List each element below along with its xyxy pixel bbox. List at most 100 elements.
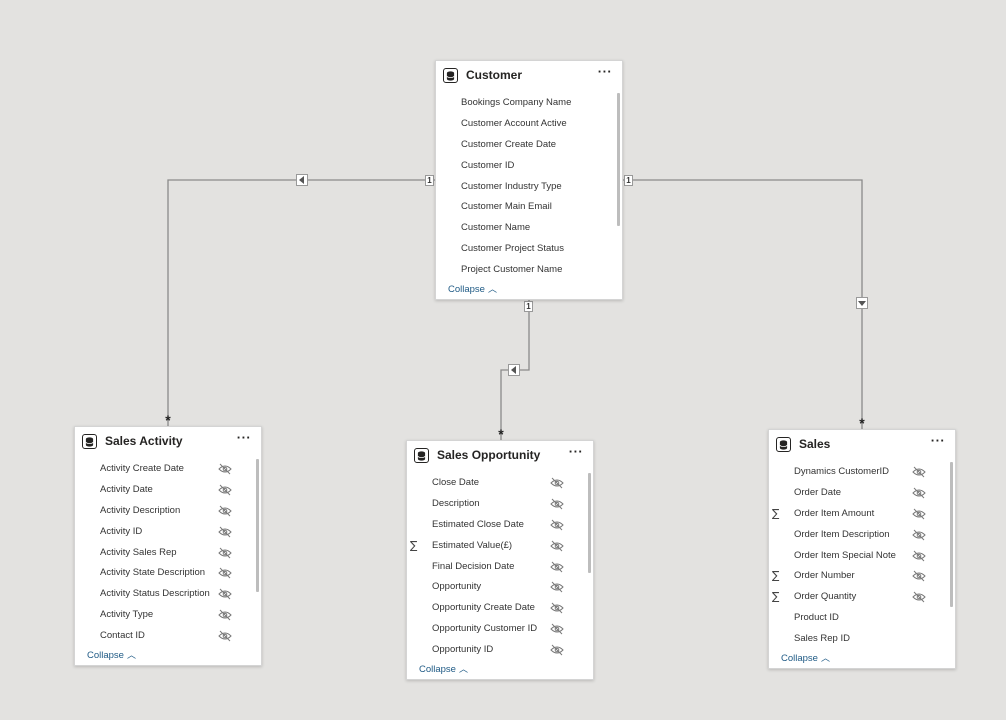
field-row[interactable]: Customer ID bbox=[436, 156, 622, 177]
collapse-button[interactable]: Collapse︿ bbox=[448, 282, 497, 295]
field-name: Contact ID bbox=[100, 630, 145, 642]
eye-hidden-icon[interactable] bbox=[912, 486, 926, 504]
field-row[interactable]: Activity State Description bbox=[75, 563, 261, 584]
collapse-button[interactable]: Collapse︿ bbox=[87, 648, 136, 661]
field-row[interactable]: Bookings Company Name bbox=[436, 93, 622, 114]
eye-hidden-icon[interactable] bbox=[912, 590, 926, 608]
table-card-header[interactable]: Sales Opportunity ··· bbox=[407, 441, 593, 473]
sigma-icon: ∑ bbox=[772, 590, 780, 604]
field-row[interactable]: ∑Estimated Value(£) bbox=[407, 536, 593, 557]
eye-hidden-icon[interactable] bbox=[550, 643, 564, 659]
eye-hidden-icon[interactable] bbox=[550, 539, 564, 557]
field-row[interactable]: Dynamics CustomerID bbox=[769, 462, 955, 483]
field-row[interactable]: Order Date bbox=[769, 483, 955, 504]
field-row[interactable]: Activity ID bbox=[75, 522, 261, 543]
eye-hidden-icon[interactable] bbox=[912, 507, 926, 525]
field-row[interactable]: Product ID bbox=[769, 608, 955, 629]
eye-hidden-icon[interactable] bbox=[218, 462, 232, 480]
field-row[interactable]: Customer Name bbox=[436, 218, 622, 239]
scrollbar[interactable] bbox=[617, 93, 620, 226]
eye-hidden-icon[interactable] bbox=[218, 629, 232, 645]
eye-hidden-icon[interactable] bbox=[218, 608, 232, 626]
eye-hidden-icon[interactable] bbox=[218, 525, 232, 543]
eye-hidden-icon[interactable] bbox=[218, 483, 232, 501]
field-name: Customer Account Active bbox=[461, 117, 567, 129]
eye-hidden-icon[interactable] bbox=[550, 476, 564, 494]
eye-hidden-icon[interactable] bbox=[550, 497, 564, 515]
eye-hidden-icon[interactable] bbox=[218, 566, 232, 584]
field-row[interactable]: Customer Create Date bbox=[436, 135, 622, 156]
field-row[interactable]: Description bbox=[407, 494, 593, 515]
field-name: Product ID bbox=[794, 612, 839, 624]
field-row[interactable]: Activity Create Date bbox=[75, 459, 261, 480]
field-row[interactable]: Activity Description bbox=[75, 501, 261, 522]
field-row[interactable]: Opportunity bbox=[407, 577, 593, 598]
field-row[interactable]: Activity Type bbox=[75, 605, 261, 626]
field-row[interactable]: Sales Rep ID bbox=[769, 629, 955, 648]
field-row[interactable]: ∑Order Quantity bbox=[769, 587, 955, 608]
field-row[interactable]: Order Item Description bbox=[769, 525, 955, 546]
more-options-icon[interactable]: ··· bbox=[236, 430, 252, 445]
field-row[interactable]: Opportunity Create Date bbox=[407, 598, 593, 619]
field-row[interactable]: Project Customer Name bbox=[436, 260, 622, 279]
field-row[interactable]: Customer Industry Type bbox=[436, 177, 622, 198]
field-row[interactable]: Opportunity Customer ID bbox=[407, 619, 593, 640]
scrollbar[interactable] bbox=[950, 462, 953, 607]
table-card-header[interactable]: Customer ··· bbox=[436, 61, 622, 93]
field-row[interactable]: Opportunity ID bbox=[407, 640, 593, 659]
field-row[interactable]: Activity Date bbox=[75, 480, 261, 501]
collapse-label: Collapse bbox=[87, 650, 124, 661]
field-row[interactable]: Customer Main Email bbox=[436, 197, 622, 218]
field-row[interactable]: ∑Order Item Amount bbox=[769, 504, 955, 525]
eye-hidden-icon[interactable] bbox=[218, 587, 232, 605]
eye-hidden-icon[interactable] bbox=[550, 601, 564, 619]
collapse-button[interactable]: Collapse︿ bbox=[419, 662, 468, 675]
field-row[interactable]: ∑Order Number bbox=[769, 566, 955, 587]
eye-hidden-icon[interactable] bbox=[912, 528, 926, 546]
eye-hidden-icon[interactable] bbox=[550, 622, 564, 640]
field-name: Customer Main Email bbox=[461, 201, 552, 213]
eye-hidden-icon[interactable] bbox=[218, 546, 232, 564]
field-name: Sales Rep ID bbox=[794, 633, 850, 645]
field-row[interactable]: Estimated Close Date bbox=[407, 515, 593, 536]
filter-direction-left-icon[interactable] bbox=[508, 364, 520, 376]
eye-hidden-icon[interactable] bbox=[550, 518, 564, 536]
field-name: Order Number bbox=[794, 570, 855, 582]
more-options-icon[interactable]: ··· bbox=[930, 433, 946, 448]
field-row[interactable]: Activity Status Description bbox=[75, 584, 261, 605]
eye-hidden-icon[interactable] bbox=[550, 580, 564, 598]
field-name: Estimated Close Date bbox=[432, 518, 524, 530]
field-row[interactable]: Final Decision Date bbox=[407, 557, 593, 578]
table-card-header[interactable]: Sales Activity ··· bbox=[75, 427, 261, 459]
table-card-header[interactable]: Sales ··· bbox=[769, 430, 955, 462]
field-row[interactable]: Order Item Special Note bbox=[769, 546, 955, 567]
field-row[interactable]: Activity Sales Rep bbox=[75, 543, 261, 564]
collapse-button[interactable]: Collapse︿ bbox=[781, 651, 830, 664]
scrollbar[interactable] bbox=[588, 473, 591, 573]
field-name: Activity Status Description bbox=[100, 588, 210, 600]
field-row[interactable]: Customer Account Active bbox=[436, 114, 622, 135]
filter-direction-left-icon[interactable] bbox=[296, 174, 308, 186]
eye-hidden-icon[interactable] bbox=[550, 560, 564, 578]
scrollbar[interactable] bbox=[256, 459, 259, 592]
more-options-icon[interactable]: ··· bbox=[568, 444, 584, 459]
eye-hidden-icon[interactable] bbox=[912, 549, 926, 567]
many-cardinality-label: * bbox=[165, 412, 171, 428]
eye-hidden-icon[interactable] bbox=[218, 504, 232, 522]
collapse-label: Collapse bbox=[448, 284, 485, 295]
filter-direction-down-icon[interactable] bbox=[856, 297, 868, 309]
field-row[interactable]: Close Date bbox=[407, 473, 593, 494]
more-options-icon[interactable]: ··· bbox=[597, 64, 613, 79]
field-row[interactable]: Contact ID bbox=[75, 626, 261, 645]
eye-hidden-icon[interactable] bbox=[912, 465, 926, 483]
eye-hidden-icon[interactable] bbox=[912, 569, 926, 587]
field-row[interactable]: Customer Project Status bbox=[436, 239, 622, 260]
